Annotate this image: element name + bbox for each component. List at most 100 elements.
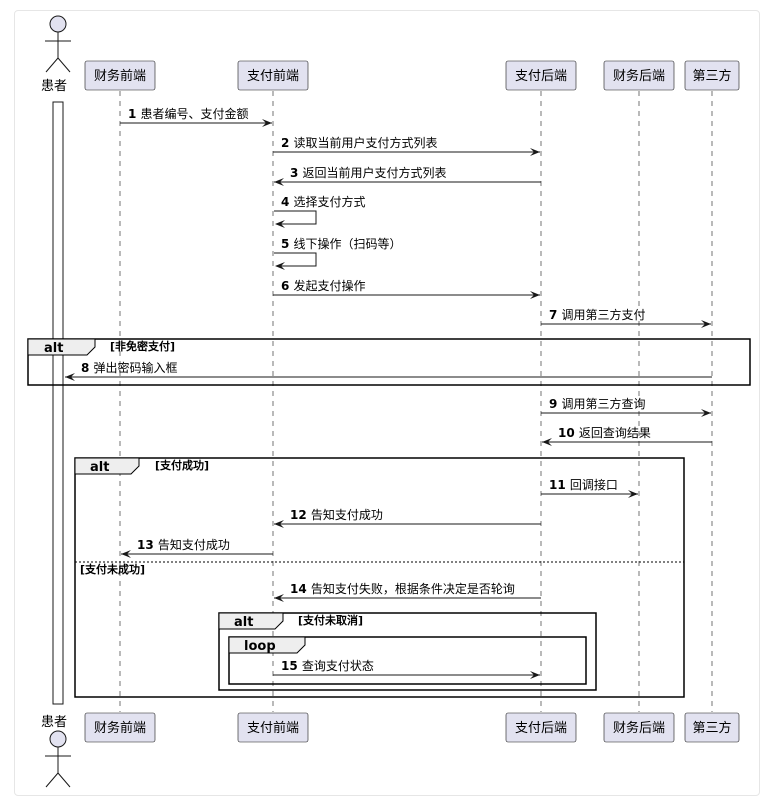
message-label: 8 弹出密码输入框: [81, 360, 178, 375]
arrow-head: [275, 220, 285, 228]
message-number: 12: [290, 508, 311, 522]
message-text: 告知支付成功: [158, 538, 230, 552]
message-label: 1 患者编号、支付金额: [128, 106, 249, 121]
participant-pay_back-top: 支付后端: [505, 60, 577, 91]
message-number: 15: [281, 659, 302, 673]
message-label: 15 查询支付状态: [281, 659, 374, 673]
participant-fin_back-bottom: 财务后端: [603, 712, 675, 743]
message-number: 13: [137, 538, 158, 552]
arrow-head: [262, 119, 272, 127]
arrow-head: [65, 373, 75, 381]
fragment-kind: loop: [244, 639, 276, 654]
message-8: 8 弹出密码输入框: [65, 360, 712, 381]
message-label: 11 回调接口: [549, 477, 618, 492]
message-line: [274, 252, 317, 267]
message-label: 9 调用第三方查询: [549, 396, 646, 411]
actor-body-icon: [45, 747, 71, 788]
participant-label: 支付前端: [247, 68, 299, 84]
message-7: 7 调用第三方支付: [541, 307, 711, 328]
message-label: 4 选择支付方式: [281, 194, 366, 209]
message-number: 8: [81, 361, 94, 375]
actor-patient-top: 患者: [41, 15, 71, 94]
message-number: 4: [281, 195, 294, 209]
message-label: 13 告知支付成功: [137, 538, 230, 552]
participant-label: 第三方: [692, 68, 731, 84]
message-label: 12 告知支付成功: [290, 508, 383, 522]
participant-label: 支付后端: [515, 69, 567, 84]
participant-label: 财务前端: [94, 68, 146, 84]
message-2: 2 读取当前用户支付方式列表: [273, 135, 540, 156]
arrow-head: [274, 594, 284, 602]
arrow-head: [274, 178, 284, 186]
message-text: 弹出密码输入框: [94, 360, 178, 375]
message-text: 查询支付状态: [302, 659, 374, 673]
diagram-frame: [14, 10, 760, 796]
participant-label: 财务后端: [613, 720, 665, 736]
participant-box: [603, 712, 675, 743]
arrow-head: [701, 320, 711, 328]
participant-fin_front-bottom: 财务前端: [84, 712, 156, 743]
message-number: 6: [281, 279, 294, 293]
fragment-kind: alt: [234, 615, 253, 630]
participant-box: [84, 60, 156, 91]
fragment-loop: loop: [228, 636, 587, 685]
message-number: 14: [290, 582, 311, 596]
message-text: 线下操作（扫码等）: [294, 236, 402, 251]
message-number: 1: [128, 107, 141, 121]
arrow-head: [274, 520, 284, 528]
fragment-alt-payment-success: alt [支付成功] [支付未成功]: [74, 457, 685, 698]
participant-fin_front-top: 财务前端: [84, 60, 156, 91]
fragment-kind: alt: [44, 341, 63, 356]
message-text: 返回当前用户支付方式列表: [303, 165, 447, 180]
message-number: 9: [549, 397, 562, 411]
fragment-guard: [支付未取消]: [298, 613, 363, 627]
message-text: 读取当前用户支付方式列表: [294, 135, 438, 150]
arrow-head: [542, 438, 552, 446]
participant-box: [505, 60, 577, 91]
arrow-head: [275, 262, 285, 270]
participant-box: [684, 712, 740, 743]
arrow-head: [701, 409, 711, 417]
fragment-guard: [支付成功]: [155, 458, 209, 472]
fragment-alt-not-cancelled: alt [支付未取消]: [218, 612, 597, 691]
message-label: 7 调用第三方支付: [549, 307, 646, 322]
participant-label: 第三方: [692, 720, 731, 736]
fragment-else-guard: [支付未成功]: [80, 562, 145, 576]
message-text: 调用第三方支付: [562, 307, 646, 322]
message-11: 11 回调接口: [541, 477, 638, 498]
participant-third-bottom: 第三方: [684, 712, 740, 743]
actor-label: 患者: [41, 715, 67, 730]
participant-box: [684, 60, 740, 91]
message-5: 5 线下操作（扫码等）: [274, 236, 402, 270]
participant-box: [237, 712, 309, 743]
message-number: 11: [549, 478, 570, 492]
message-text: 告知支付成功: [311, 508, 383, 522]
message-12: 12 告知支付成功: [274, 508, 541, 528]
message-text: 选择支付方式: [294, 194, 366, 209]
message-number: 5: [281, 237, 294, 251]
message-label: 6 发起支付操作: [281, 278, 366, 293]
participant-label: 财务前端: [94, 720, 146, 736]
message-1: 1 患者编号、支付金额: [120, 106, 272, 127]
message-label: 10 返回查询结果: [558, 426, 651, 440]
message-line: [274, 210, 317, 225]
participant-pay_front-top: 支付前端: [237, 60, 309, 91]
message-text: 回调接口: [570, 477, 618, 492]
message-label: 3 返回当前用户支付方式列表: [290, 165, 447, 180]
message-text: 调用第三方查询: [562, 396, 646, 411]
participant-fin_back-top: 财务后端: [603, 60, 675, 91]
actor-head-icon: [49, 730, 67, 748]
message-4: 4 选择支付方式: [274, 194, 366, 228]
participant-label: 财务后端: [613, 68, 665, 84]
message-14: 14 告知支付失败，根据条件决定是否轮询: [274, 581, 541, 602]
patient-activation: [52, 101, 64, 705]
participant-pay_front-bottom: 支付前端: [237, 712, 309, 743]
message-9: 9 调用第三方查询: [541, 396, 711, 417]
arrow-head: [530, 671, 540, 679]
participant-box: [84, 712, 156, 743]
message-text: 告知支付失败，根据条件决定是否轮询: [311, 581, 515, 596]
message-label: 14 告知支付失败，根据条件决定是否轮询: [290, 581, 515, 596]
arrow-head: [530, 291, 540, 299]
participant-box: [237, 60, 309, 91]
